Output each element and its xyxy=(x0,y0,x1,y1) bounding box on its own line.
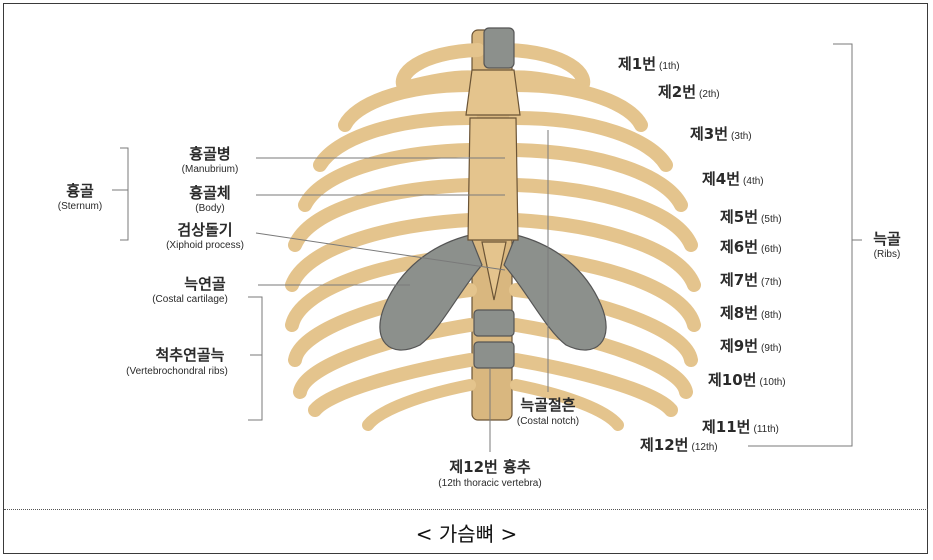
vertebrochondral-label-en: (Vertebrochondral ribs) xyxy=(126,366,228,377)
rib-11-label: 제11번(11th) xyxy=(702,418,779,436)
rib-6-label: 제6번(6th) xyxy=(720,238,782,256)
vertebra-12 xyxy=(474,342,514,368)
rib-cage-diagram: 흉골병 (Manubrium) 흉골체 (Body) 검상돌기 (Xiphoid… xyxy=(0,0,933,510)
rib-8-label: 제8번(8th) xyxy=(720,304,782,322)
rib-4-label: 제4번(4th) xyxy=(702,170,764,188)
rib-1-label-en: (1th) xyxy=(659,61,680,72)
rib-1-label: 제1번(1th) xyxy=(618,55,680,73)
rib-2-label: 제2번(2th) xyxy=(658,83,720,101)
rib-3-label: 제3번(3th) xyxy=(690,125,752,143)
manubrium-label-ko: 흉골병 xyxy=(189,145,230,163)
ribs-label-en: (Ribs) xyxy=(874,249,901,260)
rib-6-label-en: (6th) xyxy=(761,244,782,255)
rib-3-label-en: (3th) xyxy=(731,131,752,142)
thoracic12-label-en: (12th thoracic vertebra) xyxy=(438,478,541,489)
costal-notch-label-en: (Costal notch) xyxy=(517,416,579,427)
costal-cartilage-label-ko: 늑연골 xyxy=(184,275,226,293)
rib-12-label-en: (12th) xyxy=(691,442,717,453)
xiphoid-label-ko: 검상돌기 xyxy=(177,221,232,239)
ribs-label-ko: 늑골 xyxy=(873,230,901,248)
body-label-en: (Body) xyxy=(195,203,224,214)
vertebrochondral-label-ko: 척추연골늑 xyxy=(155,346,224,364)
costal-notch-label-ko: 늑골절흔 xyxy=(520,396,575,414)
rib-9-label: 제9번(9th) xyxy=(720,337,782,355)
manubrium xyxy=(466,70,520,115)
body-label-ko: 흉골체 xyxy=(189,184,230,202)
rib-9-label-en: (9th) xyxy=(761,343,782,354)
manubrium-label-en: (Manubrium) xyxy=(182,164,239,175)
figure-caption: < 가슴뼈 > xyxy=(0,518,933,547)
thoracic12-label-ko: 제12번 흉추 xyxy=(449,458,530,476)
rib-2-label-en: (2th) xyxy=(699,89,720,100)
rib-7-label-en: (7th) xyxy=(761,277,782,288)
rib-10-label-en: (10th) xyxy=(759,377,785,388)
rib-5-label: 제5번(5th) xyxy=(720,208,782,226)
vertebra-top xyxy=(484,28,514,68)
rib-10-label: 제10번(10th) xyxy=(708,371,786,389)
sternum-label-ko: 흉골 xyxy=(66,182,94,200)
rib-8-label-en: (8th) xyxy=(761,310,782,321)
rib-5-label-en: (5th) xyxy=(761,214,782,225)
xiphoid-label-en: (Xiphoid process) xyxy=(166,240,244,251)
rib-7-label: 제7번(7th) xyxy=(720,271,782,289)
rib-4-label-en: (4th) xyxy=(743,176,764,187)
sternum-label-en: (Sternum) xyxy=(58,201,102,212)
vertebra-11 xyxy=(474,310,514,336)
rib-11-label-en: (11th) xyxy=(753,424,778,435)
rib-12-label: 제12번(12th) xyxy=(640,436,718,454)
rib-cage-illustration xyxy=(292,28,694,425)
costal-cartilage-label-en: (Costal cartilage) xyxy=(152,294,228,305)
sternum-body xyxy=(468,118,518,240)
